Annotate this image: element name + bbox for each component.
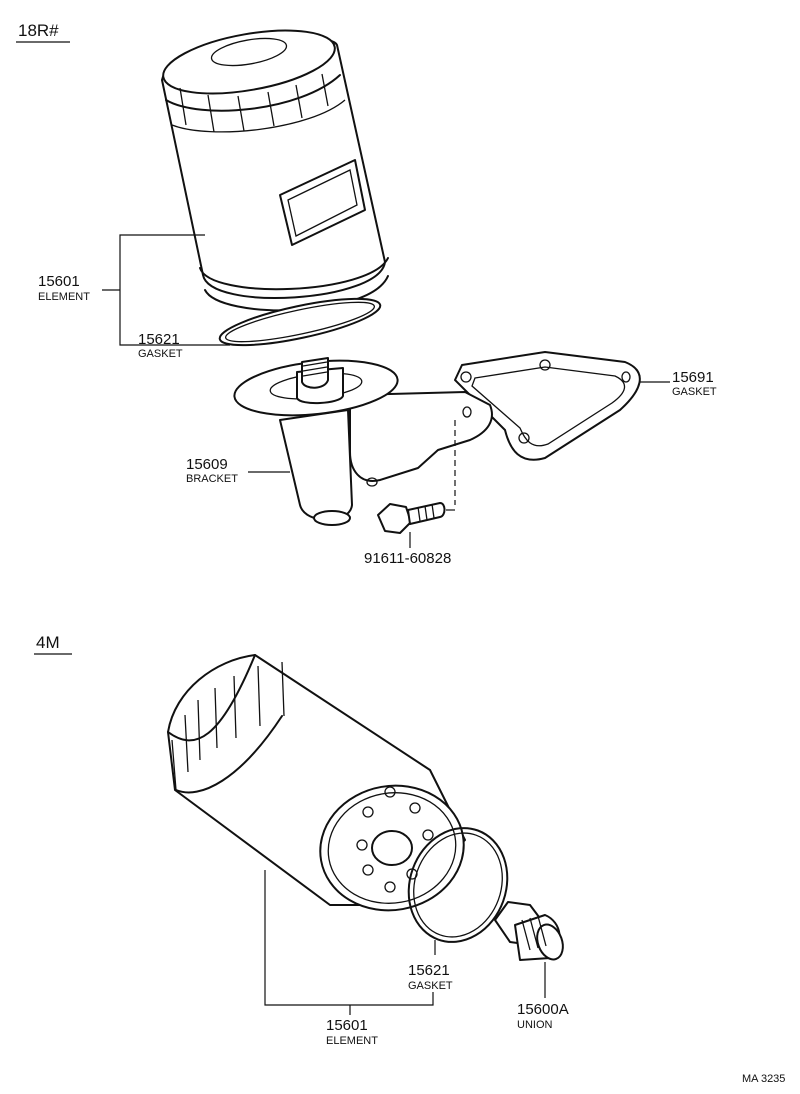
callout-gasket-15691: 15691 GASKET [640,369,717,398]
part-name-element-4m: ELEMENT [326,1035,378,1047]
callout-bolt: 91611-60828 [364,532,451,567]
part-no-91611-60828: 91611-60828 [364,550,451,567]
bolt-91611-60828 [377,502,446,534]
part-no-15601-4m: 15601 [326,1017,368,1034]
part-no-15691: 15691 [672,369,714,386]
part-name-gasket: GASKET [138,348,183,360]
callout-element-4m: 15601 ELEMENT [264,870,434,1047]
callout-union-15600a: 15600A UNION [517,962,569,1031]
section-title-18r: 18R# [18,21,59,40]
union-15600a [494,901,564,961]
part-no-15609: 15609 [186,456,228,473]
callout-gasket-18r: 15621 GASKET [138,331,183,360]
bracket-15609 [233,357,493,526]
section-title-4m: 4M [36,633,60,652]
part-name-gasket-4m: GASKET [408,980,453,992]
gasket-ring-18r [218,297,382,347]
oil-filter-element-4m [167,654,466,912]
gasket-ring-4m [407,827,509,943]
part-name-union: UNION [517,1019,553,1031]
callout-bracket-15609: 15609 BRACKET [186,456,290,485]
part-no-15600a: 15600A [517,1001,569,1018]
section-4m: 4M [34,633,569,1047]
callout-gasket-4m: 15621 GASKET [408,940,453,992]
part-name-element: ELEMENT [38,291,90,303]
part-name-gasket-plate: GASKET [672,386,717,398]
gasket-plate-15691 [454,351,641,461]
oil-filter-element-18r [161,29,389,312]
part-name-bracket: BRACKET [186,473,238,485]
part-no-15621-4m: 15621 [408,962,450,979]
part-no-15621: 15621 [138,331,180,348]
part-no-15601: 15601 [38,273,80,290]
callout-element-18r: 15601 ELEMENT [38,234,230,346]
section-18r: 18R# [16,21,717,567]
diagram-code: MA 3235 [742,1073,785,1085]
